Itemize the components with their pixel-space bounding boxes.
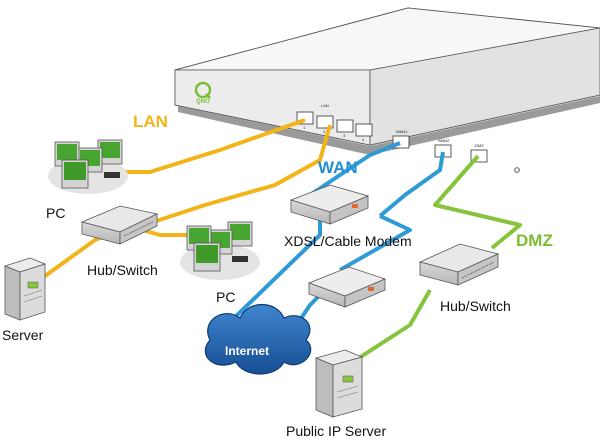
server-label: Server <box>2 327 44 343</box>
router-lan-number-4: 4 <box>362 137 365 142</box>
modem-top <box>289 184 370 225</box>
pc-bottom-label: PC <box>216 289 236 305</box>
router-dmz-label: DMZ <box>475 143 484 148</box>
public-ip-server <box>314 349 364 418</box>
lan-zone-label: LAN <box>133 112 168 131</box>
router-lan-group-label: LAN <box>321 103 329 108</box>
lan-port-4 <box>355 123 373 137</box>
router-lan-number-1: 1 <box>303 125 306 130</box>
modem-bottom <box>307 266 387 308</box>
dmz-cables <box>346 154 522 367</box>
wan-zone-label: WAN <box>318 158 358 177</box>
hub-switch-right <box>418 243 500 286</box>
router-logo-text: QNO <box>196 99 210 105</box>
server <box>3 257 47 321</box>
pc-cluster-bottom <box>180 221 260 280</box>
router-lan-number-2: 2 <box>323 129 326 134</box>
internet-cloud-icon <box>204 304 312 375</box>
dmz-zone-label: DMZ <box>516 231 553 250</box>
modem-label: XDSL/Cable Modem <box>284 233 412 249</box>
reset-button-icon <box>514 167 520 173</box>
pc-top-label: PC <box>46 205 66 221</box>
router-logo-icon <box>194 81 212 99</box>
router <box>174 7 600 173</box>
pc-cluster-top <box>48 139 128 194</box>
router-lan-number-3: 3 <box>343 133 346 138</box>
hub-switch-left <box>80 205 159 245</box>
hub-switch-right-label: Hub/Switch <box>440 298 511 314</box>
public-ip-server-label: Public IP Server <box>286 423 387 439</box>
router-wan1-label: WAN1 <box>396 129 408 134</box>
lan-port-3 <box>336 119 354 133</box>
router-wan2-label: WAN2 <box>438 138 450 143</box>
internet-label: Internet <box>225 344 270 358</box>
hub-switch-left-label: Hub/Switch <box>87 262 158 278</box>
